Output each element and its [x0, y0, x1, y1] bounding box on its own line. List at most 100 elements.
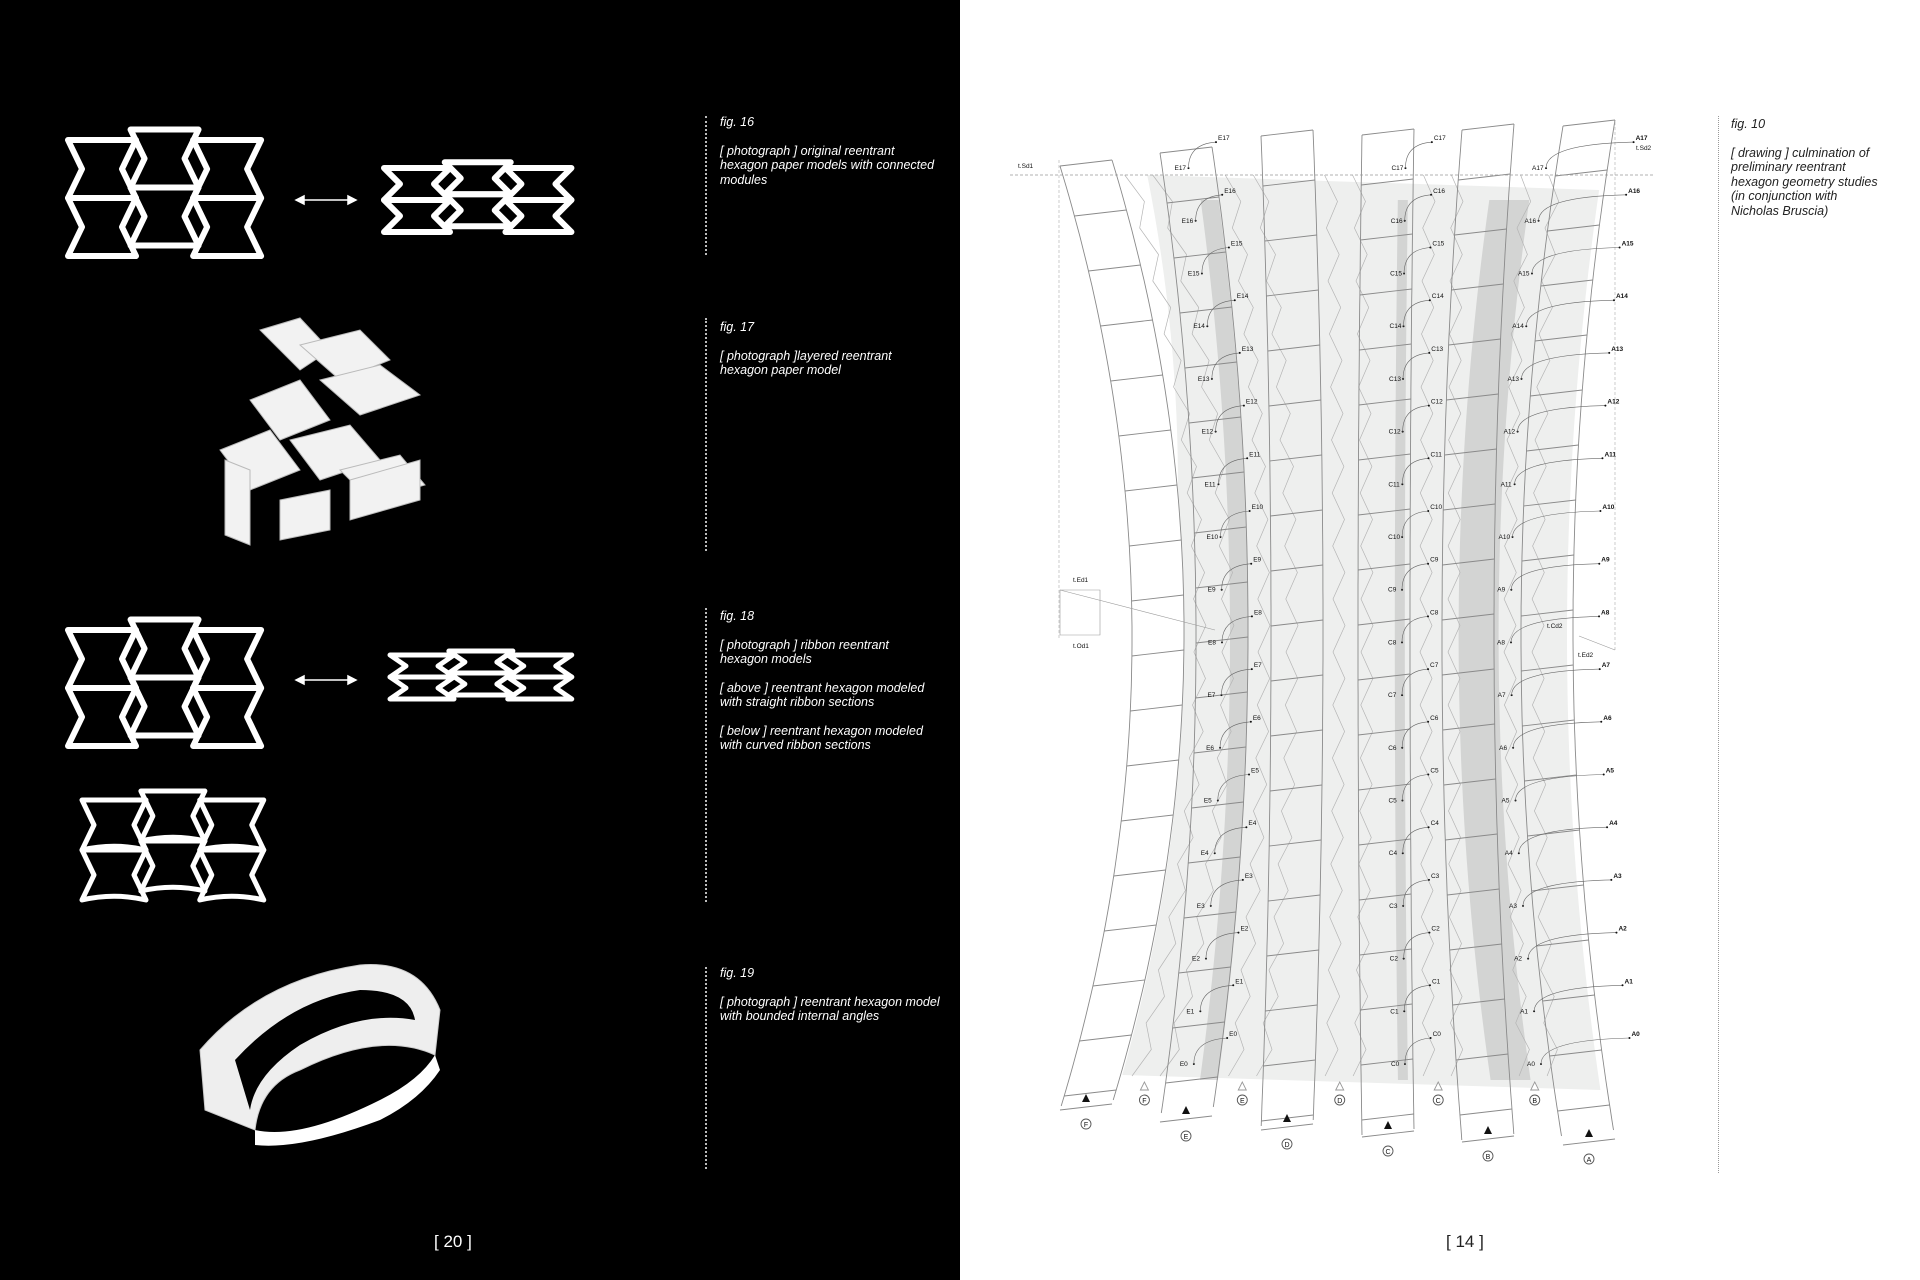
- fig-number: fig. 19: [720, 966, 755, 980]
- strip-segment: [1549, 1049, 1602, 1057]
- strip-segment: [1270, 729, 1323, 737]
- strip-segment: [1270, 509, 1323, 517]
- strip-segment: [1522, 719, 1575, 727]
- model-fig16-contracted: [381, 159, 575, 235]
- point-label-right: A7: [1602, 662, 1611, 669]
- connection-arc: [1401, 721, 1429, 748]
- column-label: E: [1184, 1134, 1189, 1141]
- point-label-right: E7: [1254, 662, 1262, 669]
- caption-text: [ photograph ] ribbon reentrant hexagon …: [720, 637, 889, 667]
- shaded-surface: [1122, 175, 1601, 1090]
- zigzag-pattern: [1124, 174, 1560, 1077]
- caption-fig17: fig. 17 [ photograph ]layered reentrant …: [720, 320, 940, 392]
- strip-segment: [1359, 948, 1412, 956]
- point-label-left: E0: [1180, 1061, 1188, 1068]
- strip-segment: [1088, 264, 1141, 272]
- column-label: D: [1337, 1098, 1342, 1105]
- point-node: [1628, 1037, 1631, 1039]
- page-number: [ 14 ]: [1446, 1232, 1484, 1251]
- arrow-head: [347, 674, 358, 686]
- connection-arc: [1401, 510, 1429, 538]
- zigzag-line: [1503, 174, 1532, 1077]
- point-label-right: E11: [1249, 451, 1260, 458]
- strip-segment: [1192, 471, 1245, 479]
- column-label: C: [1385, 1149, 1390, 1156]
- strip-segment: [1194, 526, 1247, 534]
- strip-segment: [1268, 894, 1321, 902]
- point-node: [1615, 931, 1618, 934]
- strip-D: DE: [1236, 129, 1324, 1150]
- dimension-box: [1059, 589, 1101, 636]
- column-marker-circle: [1583, 1153, 1595, 1165]
- point-label-left: C7: [1388, 692, 1397, 699]
- connection-arc: [1538, 194, 1627, 221]
- point-label-right: E16: [1224, 188, 1236, 195]
- point-label-right: A5: [1606, 768, 1615, 775]
- dimension-label: t.Sd2: [1636, 145, 1652, 152]
- point-label-right: C4: [1431, 820, 1440, 827]
- point-label-left: E15: [1188, 271, 1200, 278]
- caption-text: [ photograph ] reentrant hexagon model w…: [720, 994, 940, 1024]
- point-label-right: E5: [1251, 768, 1259, 775]
- strip-segment: [1193, 746, 1247, 754]
- point-label-right: C2: [1431, 926, 1440, 933]
- point-label-right: E0: [1229, 1031, 1237, 1038]
- strip-segment: [1104, 924, 1157, 932]
- strip-segment: [1358, 453, 1411, 461]
- connection-arc: [1201, 247, 1229, 274]
- leader-line: [1578, 635, 1616, 651]
- model-cell: [190, 685, 265, 749]
- column-label: C: [1436, 1098, 1441, 1105]
- point-label-right: A10: [1602, 504, 1614, 511]
- connection-arc: [1518, 826, 1608, 854]
- strip-segment: [1110, 374, 1163, 382]
- point-label-right: C1: [1432, 978, 1441, 985]
- triangle-outline-icon: [1139, 1080, 1150, 1091]
- strip-edge: [1409, 128, 1415, 1130]
- strip-segment: [1130, 704, 1183, 712]
- zigzag-line: [1531, 174, 1560, 1077]
- point-label-right: E14: [1237, 293, 1249, 300]
- point-label-left: A5: [1502, 798, 1510, 805]
- zigzag-line: [1152, 174, 1235, 1077]
- strip-segment: [1447, 888, 1500, 896]
- strip-end: [1361, 1130, 1415, 1138]
- triangle-marker-icon: [1082, 1094, 1090, 1102]
- point-label-left: A1: [1520, 1008, 1528, 1015]
- connection-arc: [1521, 352, 1610, 379]
- fig-number: fig. 18: [720, 609, 755, 623]
- point-label-left: A3: [1509, 903, 1517, 910]
- point-label-right: A15: [1622, 241, 1634, 248]
- point-label-right: C8: [1430, 609, 1439, 616]
- point-node: [1608, 351, 1611, 354]
- column-marker-circle: [1482, 1150, 1494, 1162]
- strip-segment: [1126, 759, 1179, 767]
- zigzag-line: [1224, 174, 1271, 1077]
- point-label-left: E11: [1204, 481, 1215, 488]
- connection-arc: [1404, 194, 1432, 221]
- strip-segment: [1188, 856, 1241, 864]
- connection-arc: [1402, 774, 1429, 801]
- connection-arc: [1533, 985, 1623, 1012]
- zigzag-line: [1419, 174, 1436, 1077]
- zigzag-line: [1352, 174, 1374, 1077]
- zigzag-line: [1447, 174, 1464, 1077]
- strip-segment: [1357, 673, 1411, 681]
- connection-arc: [1402, 458, 1429, 485]
- point-label-left: C12: [1389, 429, 1401, 436]
- point-label-right: C15: [1432, 241, 1444, 248]
- strip-segment: [1443, 778, 1496, 786]
- strip-edge: [1059, 165, 1133, 1107]
- strip-segment: [1459, 1108, 1512, 1116]
- connection-arc: [1527, 932, 1617, 959]
- strip-segment: [1557, 1104, 1610, 1112]
- point-label-left: E16: [1182, 218, 1194, 225]
- point-label-left: C14: [1390, 323, 1402, 330]
- connection-arc: [1510, 616, 1600, 643]
- strip-edge: [1111, 159, 1185, 1101]
- point-node: [1606, 826, 1609, 829]
- zigzag-line: [1324, 174, 1346, 1077]
- caption-divider: [705, 608, 707, 902]
- strip-F: F: [1059, 159, 1185, 1130]
- point-node: [1429, 1037, 1432, 1039]
